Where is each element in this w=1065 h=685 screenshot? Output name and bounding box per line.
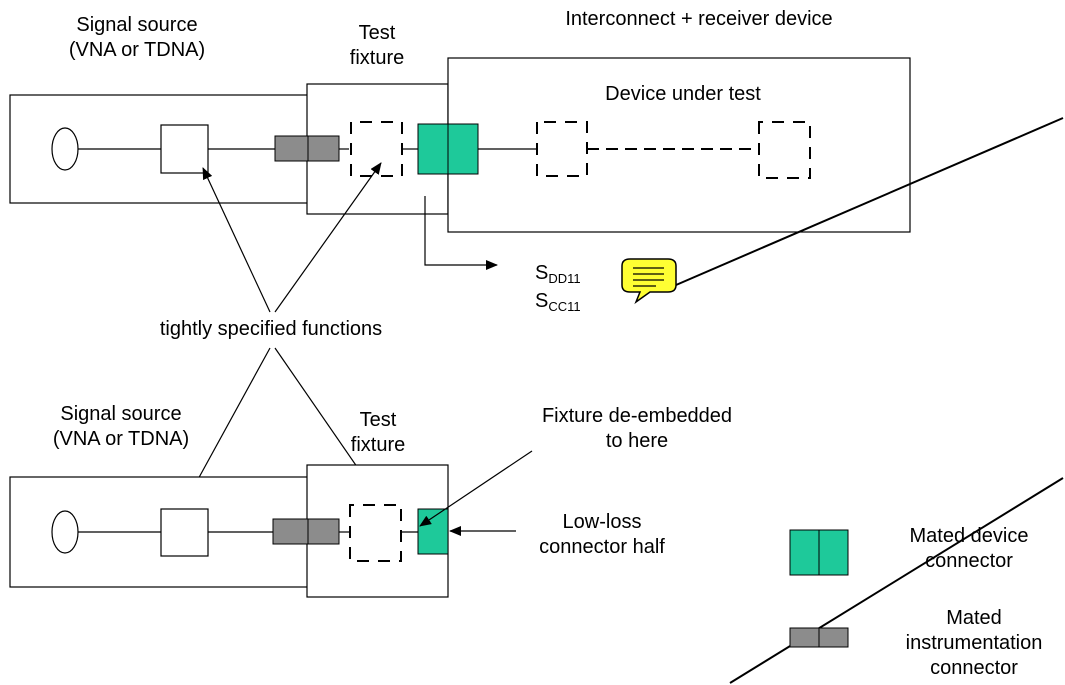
instrument-connector-bottom [272,518,340,545]
source-function-block-top [160,124,209,174]
legend-device-connector-swatch [789,529,849,576]
legend-instr-line3: connector [930,657,1018,679]
comment-note-icon [621,258,677,305]
low-loss-label-line1: Low-loss [562,511,642,533]
tight-arrow-top-left [202,167,271,313]
signal-source-label-top: Signal source (VNA or TDNA) [69,13,205,63]
signal-source-label-top-line1: Signal source [76,14,198,36]
deembed-label: Fixture de-embedded to here [542,404,732,454]
legend-device-connector-label: Mated device connector [910,524,1029,574]
legend-device-line1: Mated device [909,525,1029,547]
deembed-arrow [419,450,533,527]
scc11-main: S [535,290,549,312]
test-fixture-label-bottom-line1: Test [359,409,397,431]
test-fixture-label-top-line2: fixture [349,47,405,69]
fixture-function-top [350,121,403,177]
source-function-block-bottom [160,508,209,557]
test-fixture-label-bottom: Test fixture [351,408,405,458]
signal-source-label-top-line2: (VNA or TDNA) [68,39,206,61]
dut-block-1 [536,121,588,177]
strike-line-bottom [729,477,1064,684]
deembed-label-line1: Fixture de-embedded [541,405,733,427]
interconnect-box [447,57,911,233]
device-connector-top [417,123,479,175]
signal-source-label-bottom: Signal source (VNA or TDNA) [53,402,189,452]
test-fixture-label-top: Test fixture [350,21,404,71]
legend-instrument-connector-label: Mated instrumentation connector [906,606,1043,681]
source-port-bottom [51,510,79,554]
legend-instr-line2: instrumentation [905,632,1043,654]
sdd11-label: SDD11 [535,261,581,291]
low-loss-connector-half [417,508,449,555]
sdd11-main: S [535,262,549,284]
low-loss-label-line2: connector half [539,536,665,558]
sdd11-subscript: DD11 [548,271,581,286]
deembed-label-line2: to here [605,430,669,452]
scc11-subscript: CC11 [548,299,581,314]
legend-instrument-connector-swatch [789,627,849,648]
test-fixture-label-bottom-line2: fixture [350,434,406,456]
low-loss-label: Low-loss connector half [539,510,665,560]
dut-label: Device under test [605,83,761,105]
source-port-top [51,127,79,171]
fixture-function-bottom [349,504,402,562]
measurement-arrow [424,196,498,270]
interconnect-label: Interconnect + receiver device [565,8,833,30]
tightly-specified-label: tightly specified functions [159,318,383,340]
scc11-label: SCC11 [535,289,581,319]
test-fixture-label-top-line1: Test [358,22,396,44]
legend-device-line2: connector [925,550,1013,572]
signal-source-label-bottom-line1: Signal source [60,403,182,425]
strike-line-top [675,117,1064,286]
instrument-connector-top [274,135,340,162]
signal-source-label-bottom-line2: (VNA or TDNA) [52,428,190,450]
dut-block-2 [758,121,811,179]
legend-instr-line1: Mated [946,607,1002,629]
tight-arrow-top-right [274,162,382,313]
